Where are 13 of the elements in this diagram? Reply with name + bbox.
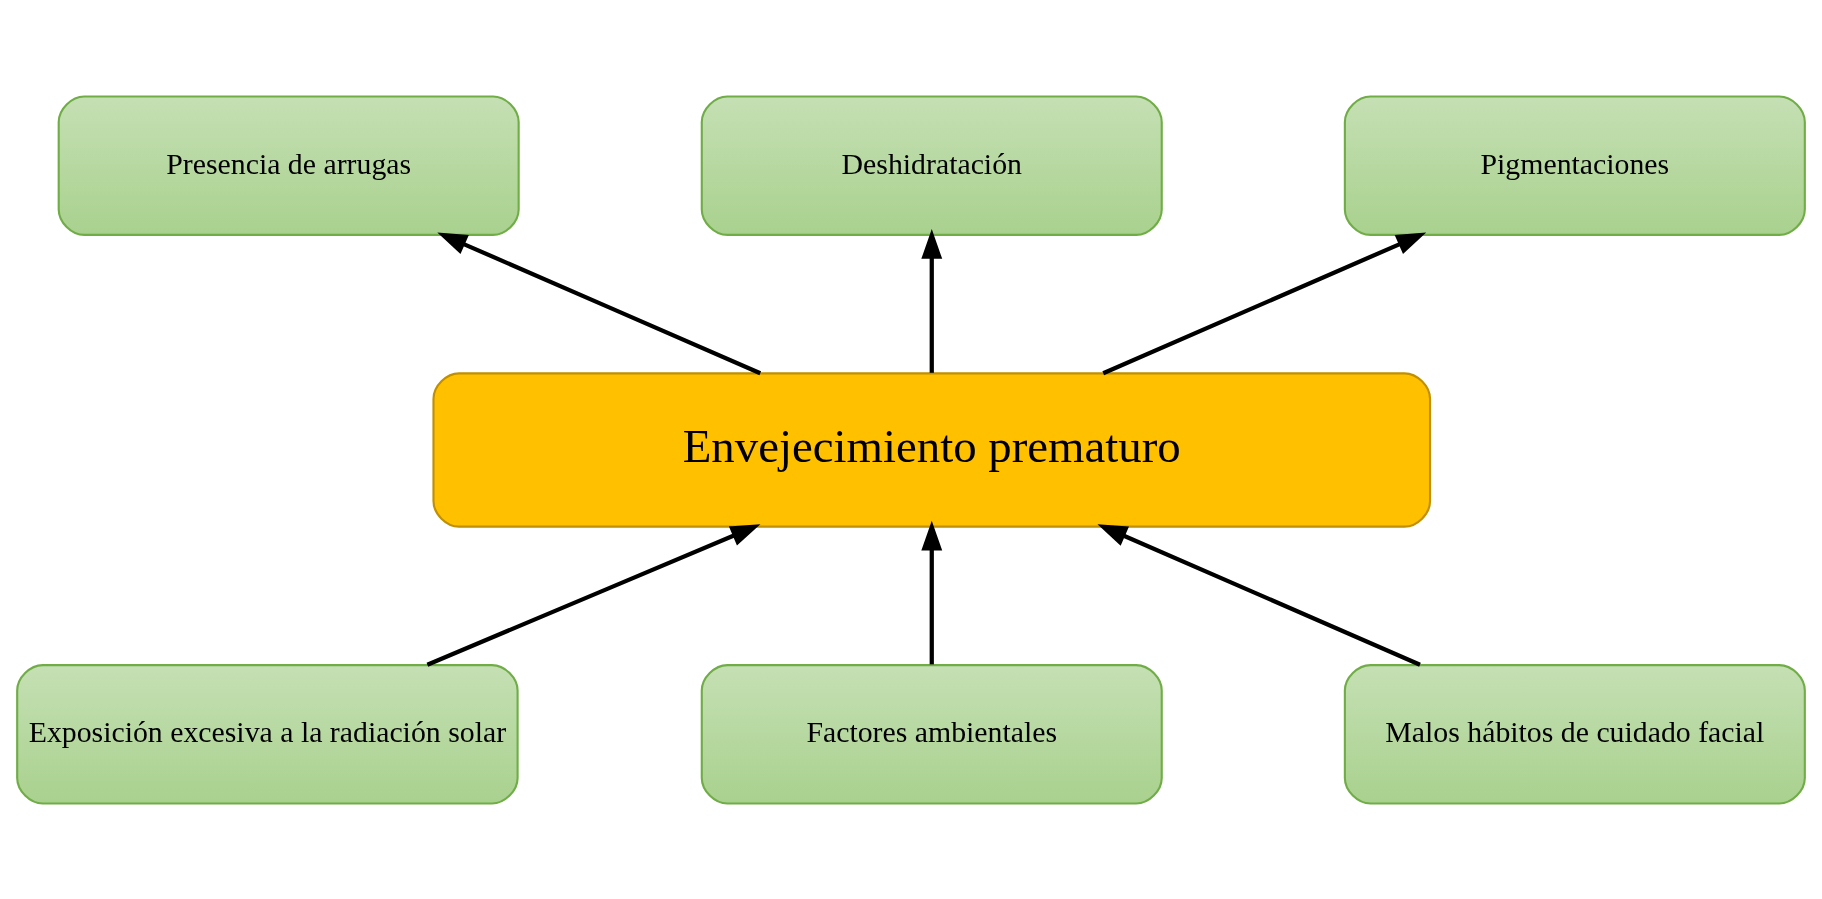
- arrow: [921, 520, 943, 664]
- node-box: Factores ambientales: [700, 663, 1163, 805]
- node-box: Presencia de arrugas: [57, 94, 520, 236]
- node-box: Exposición excesiva a la radiación solar: [16, 663, 519, 805]
- arrow: [1102, 232, 1427, 375]
- node-box: Deshidratación: [700, 94, 1163, 236]
- node-box: Malos hábitos de cuidado facial: [1343, 663, 1806, 805]
- arrow: [1097, 523, 1421, 667]
- node-box: Envejecimiento prematuro: [432, 371, 1432, 528]
- arrow: [437, 232, 762, 375]
- node-box: Pigmentaciones: [1343, 94, 1806, 236]
- arrow: [426, 523, 761, 667]
- arrow: [921, 228, 943, 373]
